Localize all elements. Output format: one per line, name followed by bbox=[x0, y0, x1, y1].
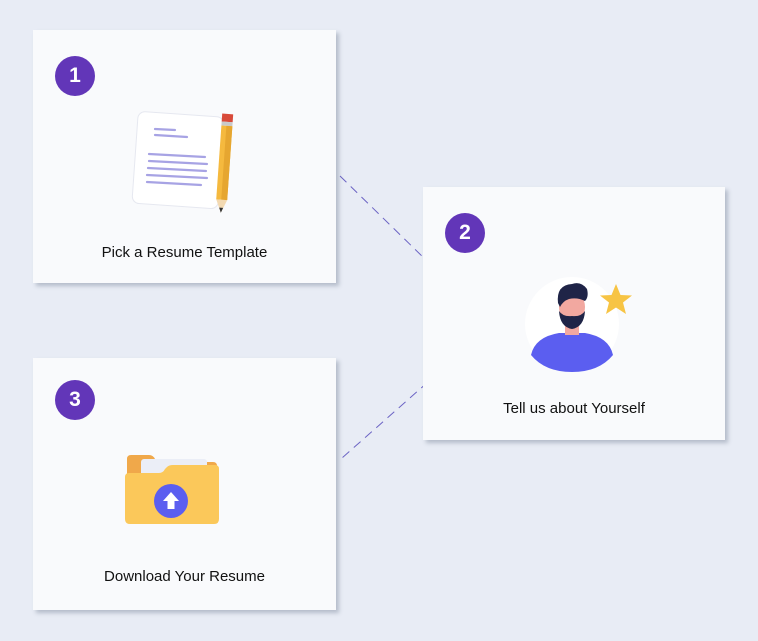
step-card-3[interactable]: 3 Download Your Resume bbox=[33, 358, 336, 610]
step-label: Download Your Resume bbox=[104, 568, 265, 585]
step-label: Tell us about Yourself bbox=[503, 400, 645, 417]
connector-2-3 bbox=[341, 381, 429, 459]
step-number-badge: 3 bbox=[55, 380, 95, 420]
step-label: Pick a Resume Template bbox=[101, 244, 268, 261]
connector-1-2 bbox=[339, 175, 429, 263]
step-card-2[interactable]: 2 Tell us about Yourself bbox=[423, 187, 725, 440]
document-pencil-icon bbox=[131, 110, 241, 221]
user-avatar-star-icon bbox=[519, 275, 639, 380]
folder-upload-icon bbox=[123, 453, 223, 533]
step-card-1[interactable]: 1 Pick a Resum bbox=[33, 30, 336, 283]
step-number-badge: 1 bbox=[55, 56, 95, 96]
step-number-badge: 2 bbox=[445, 213, 485, 253]
